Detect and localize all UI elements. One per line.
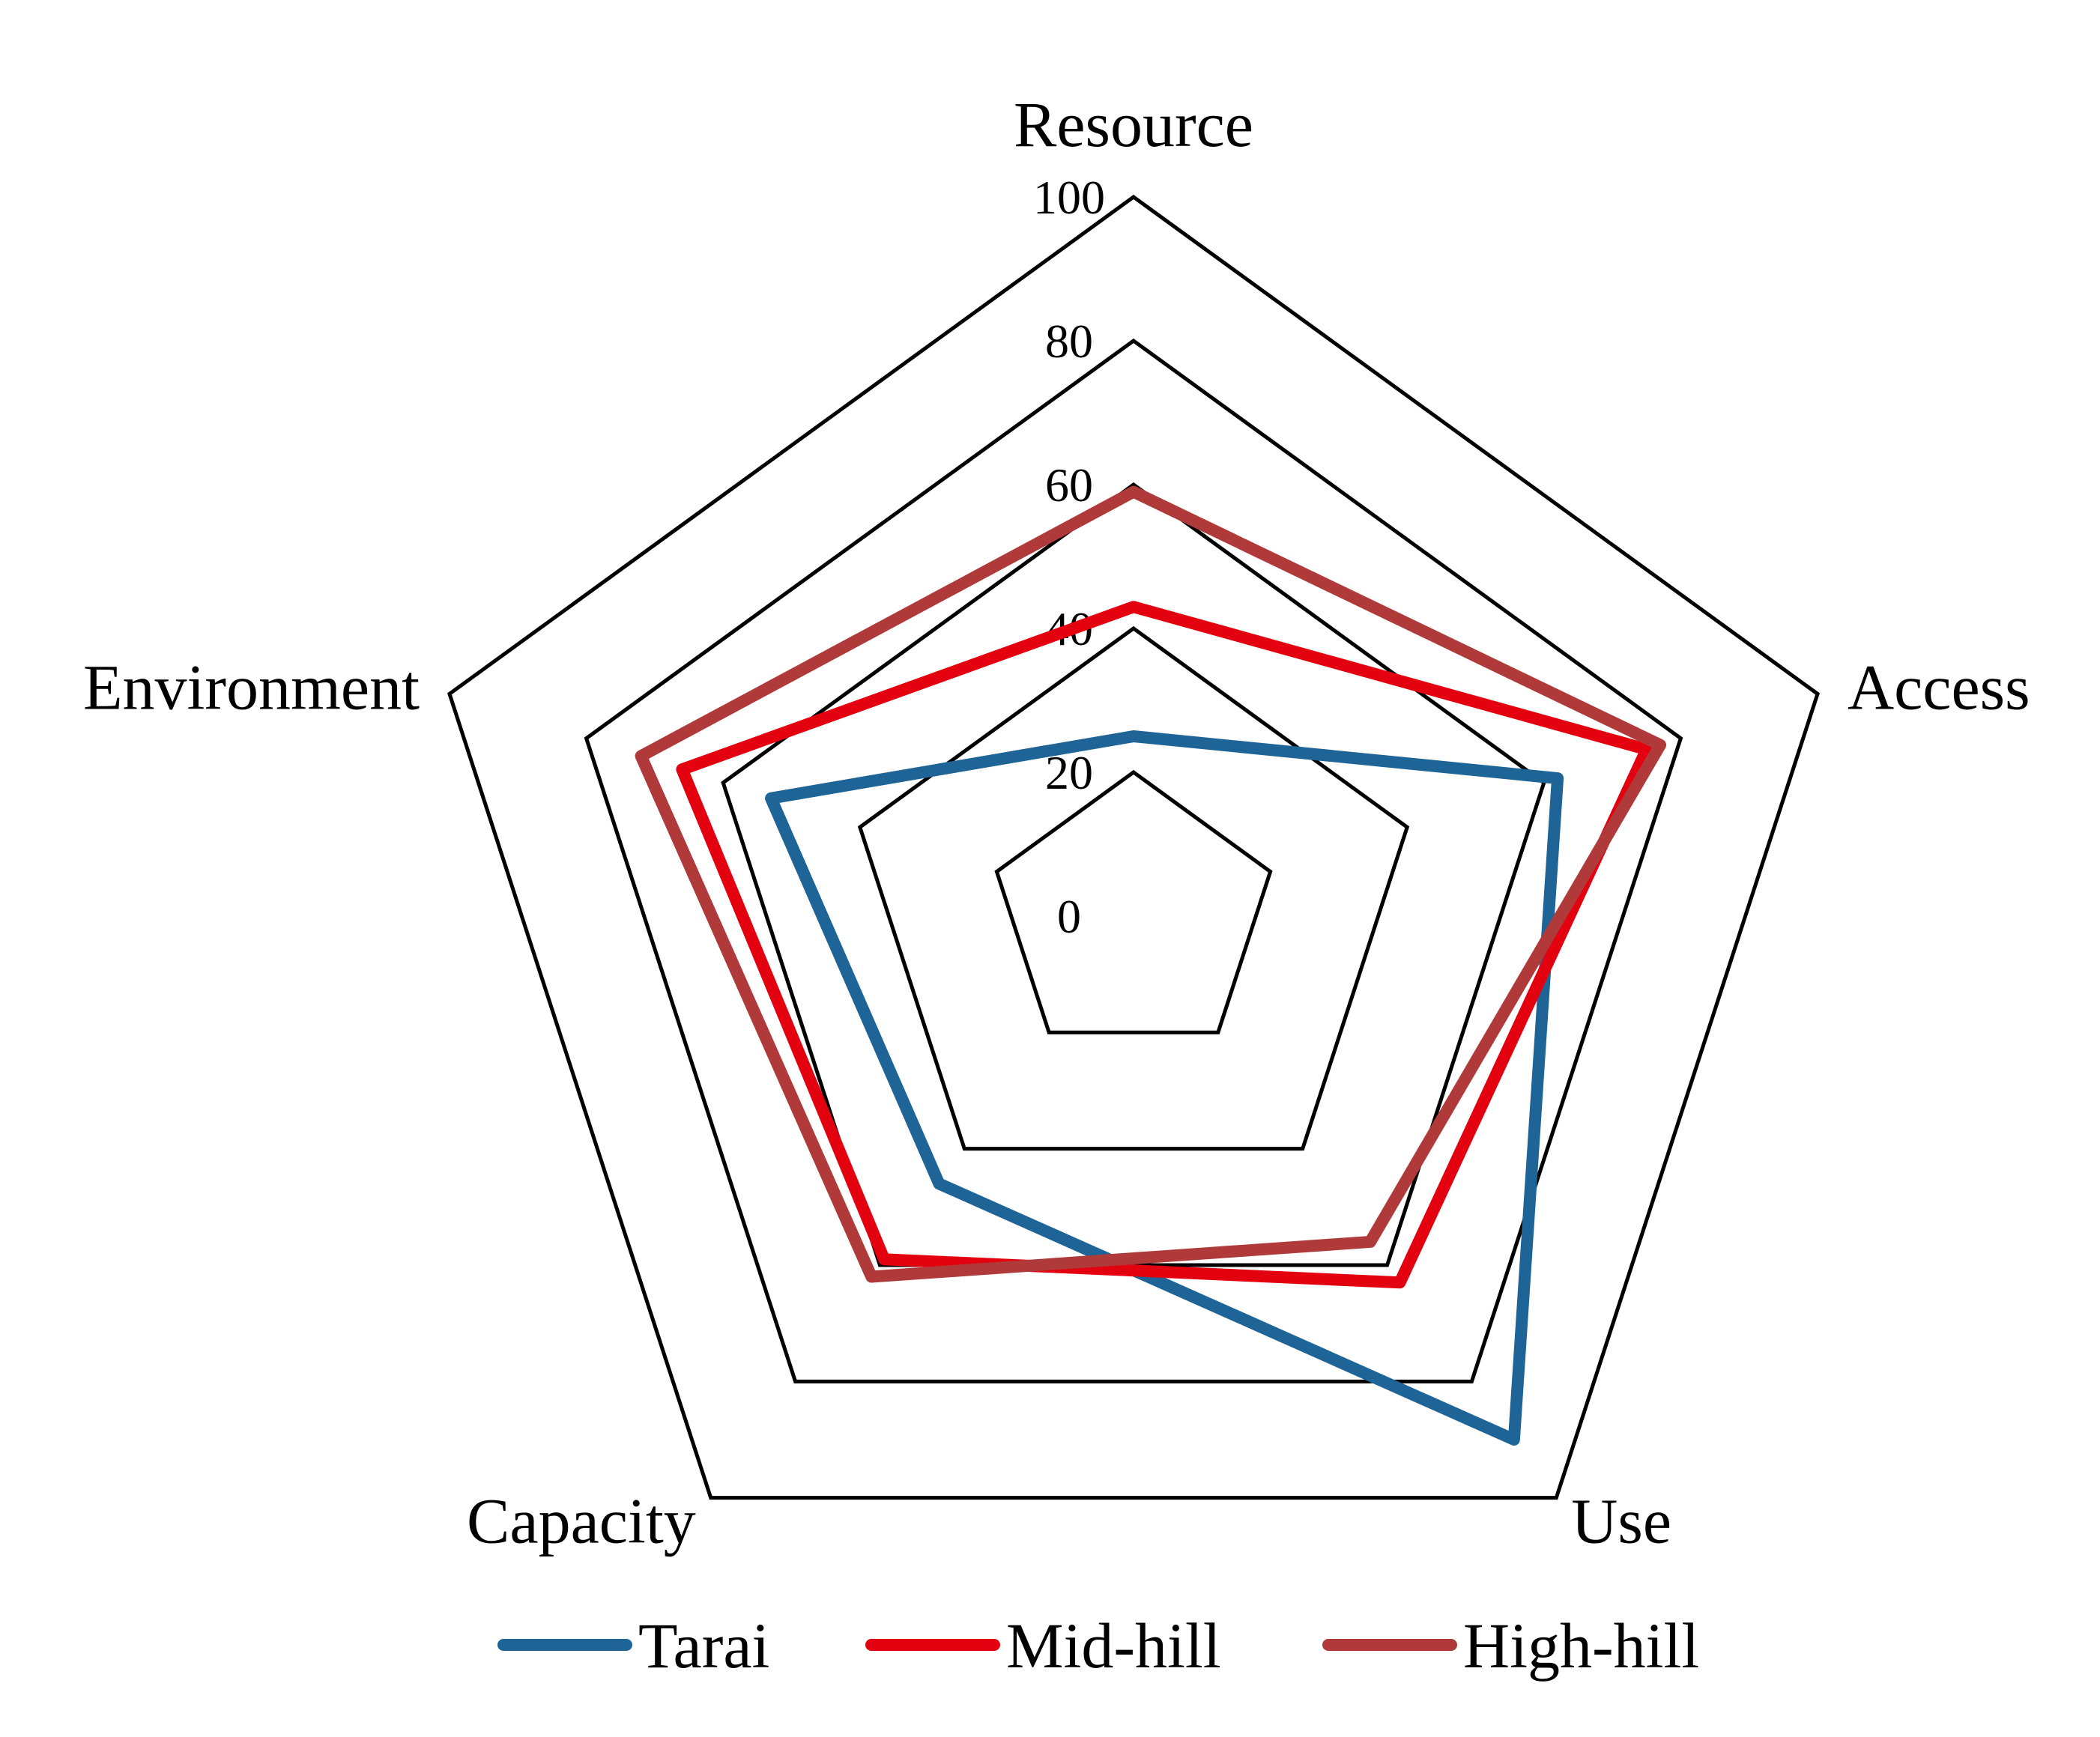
category-label-resource: Resource	[1014, 88, 1253, 160]
legend-label-high-hill: High-hill	[1463, 1610, 1699, 1682]
legend: Tarai Mid-hill High-hill	[497, 1610, 1699, 1682]
category-label-use: Use	[1571, 1485, 1671, 1557]
category-label-environment: Environment	[83, 651, 420, 723]
grid-ring-20	[994, 769, 1273, 1034]
legend-label-tarai: Tarai	[638, 1610, 769, 1682]
tick-label-80: 80	[1045, 315, 1093, 368]
grid-ring-100	[447, 194, 1820, 1500]
grid-ring-40	[857, 625, 1410, 1151]
series-layer	[635, 485, 1667, 1446]
series-tarai-line	[765, 730, 1564, 1446]
category-label-access: Access	[1848, 651, 2030, 723]
tick-label-0: 0	[1057, 890, 1081, 943]
grid-layer	[447, 194, 1820, 1500]
series-high-hill-line	[635, 485, 1667, 1283]
tick-label-60: 60	[1045, 458, 1093, 512]
tick-label-100: 100	[1033, 171, 1105, 224]
grid-ring-80	[584, 338, 1683, 1383]
category-label-capacity: Capacity	[467, 1485, 696, 1557]
series-mid-hill-line	[676, 601, 1653, 1289]
legend-label-mid-hill: Mid-hill	[1006, 1610, 1221, 1682]
